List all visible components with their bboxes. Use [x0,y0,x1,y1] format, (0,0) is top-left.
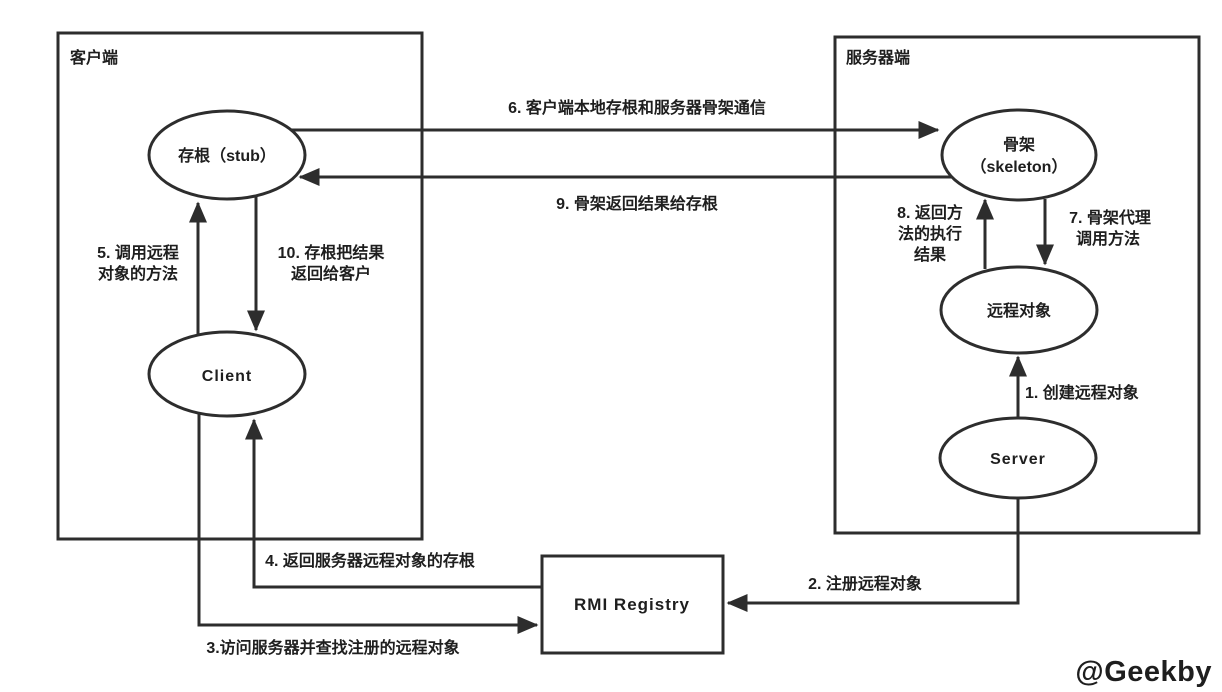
step2-label: 2. 注册远程对象 [808,574,922,593]
arrow-step4-registry-to-client [245,418,542,589]
step5-label-line1: 5. 调用远程 [97,244,179,262]
step8-label-line1: 8. 返回方 [897,203,963,222]
arrow-step3-client-to-registry [197,413,539,634]
rmi-registry-label: RMI Registry [574,595,690,614]
rmi-registry-box [540,554,725,655]
skeleton-node-label-line1: 骨架 [1003,135,1035,154]
step8-label-line2: 法的执行 [898,224,962,243]
step4-label: 4. 返回服务器远程对象的存根 [265,551,475,570]
step7-label-line2: 调用方法 [1076,229,1140,248]
client-node [147,330,307,418]
server-box-title: 服务器端 [846,48,910,67]
step6-label: 6. 客户端本地存根和服务器骨架通信 [508,98,766,117]
remote-object-node-label: 远程对象 [987,301,1051,320]
client-box [56,31,424,541]
skeleton-node-label-line2: （skeleton） [971,158,1068,176]
step5-label-line2: 对象的方法 [98,264,178,283]
server-node [938,416,1098,500]
step3-label: 3.访问服务器并查找注册的远程对象 [206,638,459,657]
step10-label-line2: 返回给客户 [291,264,371,283]
step8-label-line3: 结果 [913,245,946,264]
skeleton-node [940,108,1098,202]
client-node-label: Client [202,368,252,385]
stub-node [147,109,307,201]
step7-label-line1: 7. 骨架代理 [1069,208,1151,227]
step1-label: 1. 创建远程对象 [1025,383,1139,402]
watermark: @Geekby [1075,656,1212,688]
step10-label-line1: 10. 存根把结果 [278,243,385,262]
step9-label: 9. 骨架返回结果给存根 [556,194,718,213]
client-box-title: 客户端 [70,48,118,67]
stub-node-label: 存根（stub） [178,146,276,165]
remote-object-node [939,265,1099,355]
server-node-label: Server [990,451,1046,468]
arrow-step2-server-to-registry [726,497,1020,612]
